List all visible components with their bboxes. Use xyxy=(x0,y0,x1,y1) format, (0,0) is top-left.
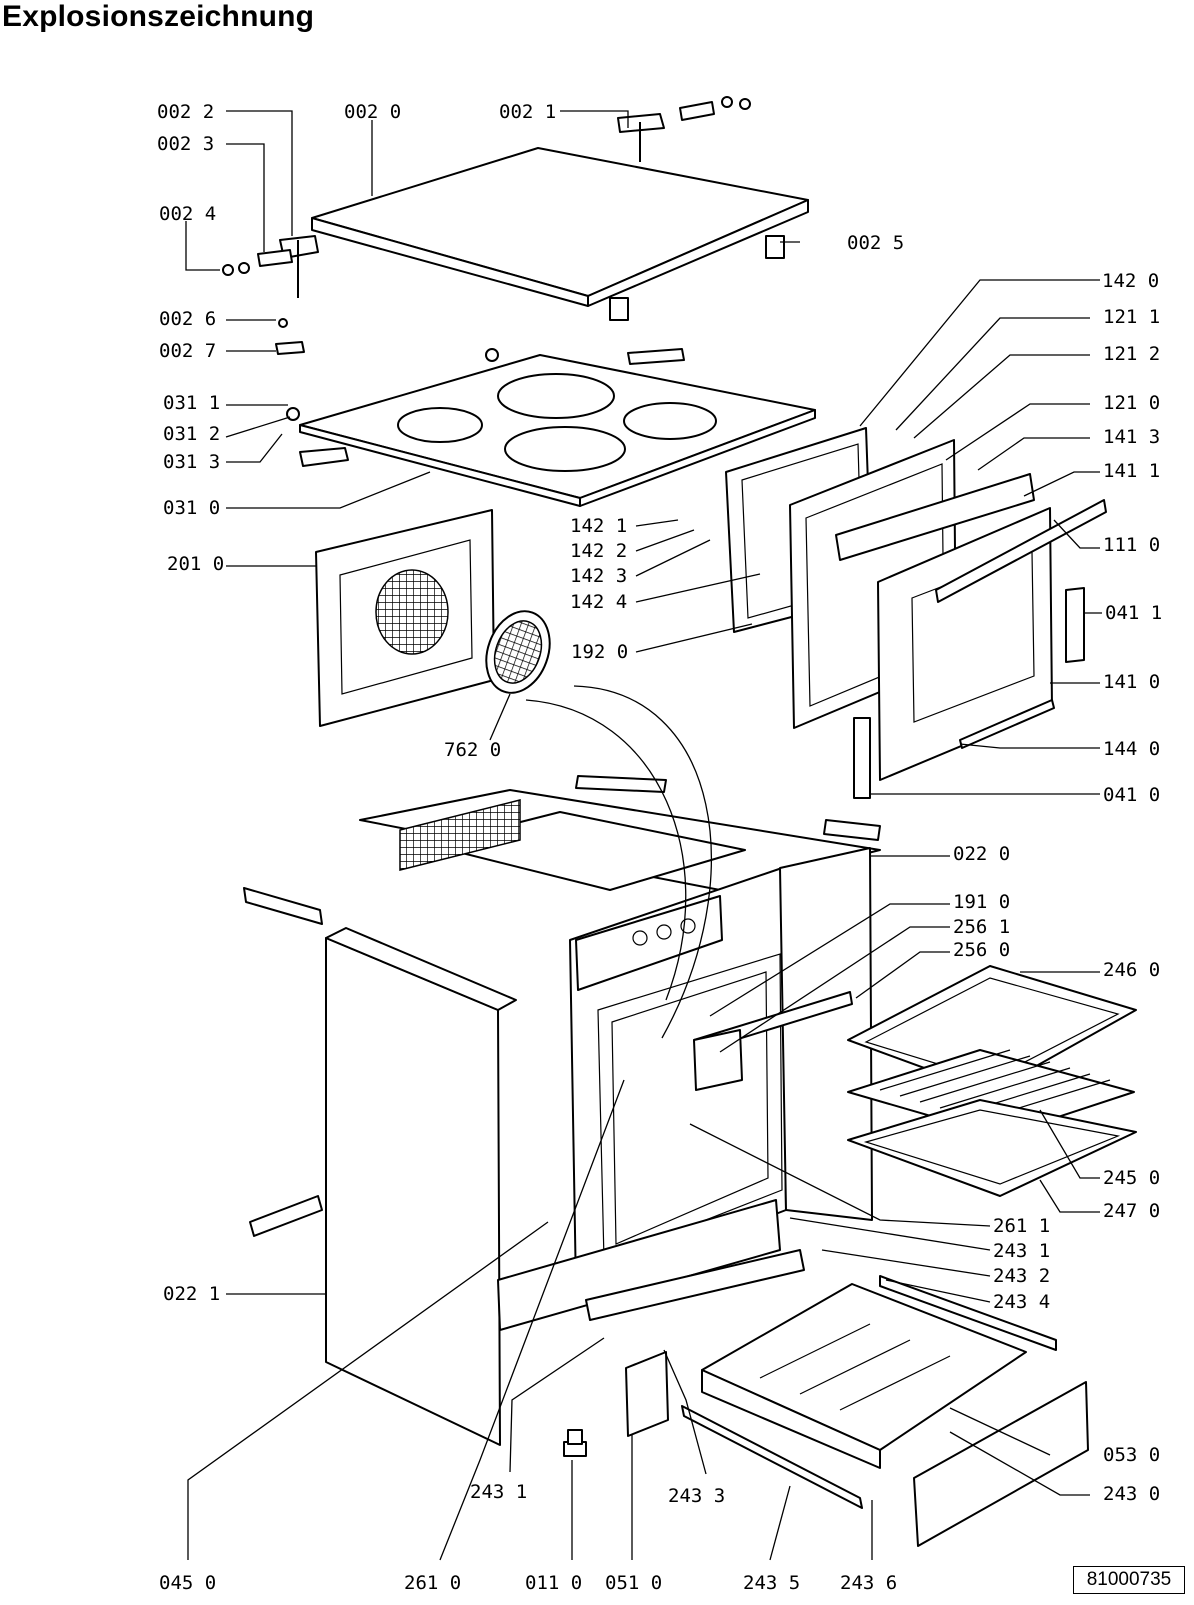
foot xyxy=(563,1429,587,1457)
cooktop xyxy=(286,348,816,507)
part-label: 045 0 xyxy=(159,1572,216,1594)
hinge-bracket-right xyxy=(617,96,751,162)
part-label: 142 1 xyxy=(570,515,627,537)
leader-lines xyxy=(185,110,1102,1561)
part-label: 261 0 xyxy=(404,1572,461,1594)
part-label: 144 0 xyxy=(1103,738,1160,760)
rail-top-right xyxy=(823,819,881,841)
part-label: 142 0 xyxy=(1102,270,1159,292)
part-label: 031 2 xyxy=(163,423,220,445)
top-cover xyxy=(311,147,809,321)
part-label: 243 5 xyxy=(743,1572,800,1594)
drawing-reference-number: 81000735 xyxy=(1073,1566,1185,1594)
page-title: Explosionszeichnung xyxy=(2,0,315,33)
part-label: 142 3 xyxy=(570,565,627,587)
part-label: 243 6 xyxy=(840,1572,897,1594)
part-label: 053 0 xyxy=(1103,1444,1160,1466)
part-label: 002 4 xyxy=(159,203,216,225)
part-label: 011 0 xyxy=(525,1572,582,1594)
part-label: 002 6 xyxy=(159,308,216,330)
part-label: 142 4 xyxy=(570,591,627,613)
part-label: 141 0 xyxy=(1103,671,1160,693)
part-label: 192 0 xyxy=(571,641,628,663)
part-labels: 002 2 002 0 002 1 002 3 002 4 002 5 002 … xyxy=(157,101,1162,1594)
part-label: 243 2 xyxy=(993,1265,1050,1287)
part-label: 041 1 xyxy=(1105,602,1162,624)
part-label: 191 0 xyxy=(953,891,1010,913)
part-label: 002 5 xyxy=(847,232,904,254)
drip-pan xyxy=(847,1099,1137,1197)
part-label: 243 1 xyxy=(470,1481,527,1503)
part-label: 201 0 xyxy=(167,553,224,575)
part-label: 002 7 xyxy=(159,340,216,362)
part-label: 002 3 xyxy=(157,133,214,155)
part-label: 256 0 xyxy=(953,939,1010,961)
part-label: 261 1 xyxy=(993,1215,1050,1237)
side-bracket-left xyxy=(243,887,323,925)
part-label: 121 0 xyxy=(1103,392,1160,414)
part-label: 762 0 xyxy=(444,739,501,761)
part-label: 141 3 xyxy=(1103,426,1160,448)
part-label: 002 1 xyxy=(499,101,556,123)
fan-cover xyxy=(485,610,551,694)
rail-left xyxy=(249,1195,323,1237)
part-label: 141 1 xyxy=(1103,460,1160,482)
part-label: 243 0 xyxy=(1103,1483,1160,1505)
part-label: 002 2 xyxy=(157,101,214,123)
bracket-top xyxy=(575,775,667,793)
part-label: 002 0 xyxy=(344,101,401,123)
part-label: 031 3 xyxy=(163,451,220,473)
part-label: 256 1 xyxy=(953,916,1010,938)
part-label: 243 1 xyxy=(993,1240,1050,1262)
part-label: 111 0 xyxy=(1103,534,1160,556)
part-label: 142 2 xyxy=(570,540,627,562)
part-label: 121 2 xyxy=(1103,343,1160,365)
part-label: 245 0 xyxy=(1103,1167,1160,1189)
storage-drawer xyxy=(681,1275,1089,1547)
part-label: 022 1 xyxy=(163,1283,220,1305)
part-label: 121 1 xyxy=(1103,306,1160,328)
part-label: 246 0 xyxy=(1103,959,1160,981)
part-label: 041 0 xyxy=(1103,784,1160,806)
part-label: 051 0 xyxy=(605,1572,662,1594)
part-label: 022 0 xyxy=(953,843,1010,865)
oven-body xyxy=(325,789,881,1446)
part-label: 031 1 xyxy=(163,392,220,414)
rear-panel xyxy=(315,509,495,727)
part-label: 243 3 xyxy=(668,1485,725,1507)
part-label: 243 4 xyxy=(993,1291,1050,1313)
oven-door-assembly xyxy=(725,427,1107,799)
hinge-bracket-left xyxy=(222,235,319,298)
part-label: 031 0 xyxy=(163,497,220,519)
part-label: 247 0 xyxy=(1103,1200,1160,1222)
